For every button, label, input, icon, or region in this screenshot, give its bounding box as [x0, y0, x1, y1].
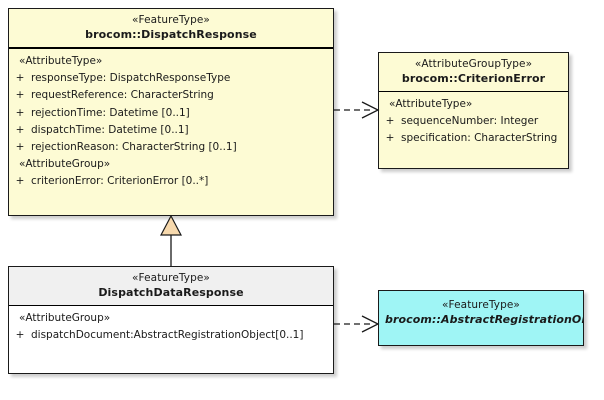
visibility-marker: + — [15, 106, 25, 119]
attribute-row: + rejectionReason: CharacterString [0..1… — [9, 139, 333, 156]
visibility-marker: + — [15, 175, 25, 188]
attribute-row: + rejectionTime: Datetime [0..1] — [9, 105, 333, 122]
class-stereotype: «FeatureType» — [132, 272, 210, 284]
attribute-group-label: «AttributeGroup» — [19, 158, 111, 171]
attribute-row: + specification: CharacterString — [379, 130, 568, 147]
attribute-group-label: «AttributeGroup» — [19, 311, 111, 324]
attribute-signature: responseType: DispatchResponseType — [31, 72, 231, 85]
attribute-row: + dispatchTime: Datetime [0..1] — [9, 122, 333, 139]
attribute-signature: criterionError: CriterionError [0..*] — [31, 175, 209, 188]
class-header-abstract-registration-object: «FeatureType» brocom::AbstractRegistrati… — [379, 291, 583, 332]
class-box-dispatch-data-response[interactable]: «FeatureType» DispatchDataResponse «Attr… — [8, 266, 334, 374]
class-name: brocom::AbstractRegistrationObject — [385, 312, 583, 326]
attribute-group-label: «AttributeType» — [19, 54, 103, 67]
class-stereotype: «AttributeGroupType» — [414, 58, 533, 70]
visibility-marker: + — [15, 123, 25, 136]
attribute-signature: sequenceNumber: Integer — [401, 115, 539, 128]
attribute-signature: rejectionTime: Datetime [0..1] — [31, 106, 190, 119]
class-stereotype: «FeatureType» — [442, 299, 520, 311]
class-body-criterion-error: «AttributeType» + sequenceNumber: Intege… — [379, 91, 568, 153]
attribute-signature: requestReference: CharacterString — [31, 89, 214, 102]
attribute-signature: dispatchTime: Datetime [0..1] — [31, 123, 189, 136]
visibility-marker: + — [15, 72, 25, 85]
attribute-row: + criterionError: CriterionError [0..*] — [9, 173, 333, 190]
class-body-dispatch-data-response: «AttributeGroup» + dispatchDocument:Abst… — [9, 305, 333, 350]
attribute-signature: specification: CharacterString — [401, 132, 558, 145]
class-name: brocom::DispatchResponse — [85, 27, 257, 41]
visibility-marker: + — [15, 329, 25, 342]
attribute-signature: dispatchDocument:AbstractRegistrationObj… — [31, 329, 304, 342]
attribute-signature: rejectionReason: CharacterString [0..1] — [31, 141, 237, 154]
class-header-dispatch-data-response: «FeatureType» DispatchDataResponse — [9, 267, 333, 306]
class-body-dispatch-response: «AttributeType» + responseType: Dispatch… — [9, 48, 333, 196]
open-arrowhead-icon — [361, 101, 380, 119]
class-box-dispatch-response[interactable]: «FeatureType» brocom::DispatchResponse «… — [8, 8, 334, 216]
class-header-criterion-error: «AttributeGroupType» brocom::CriterionEr… — [379, 53, 568, 92]
open-arrowhead-icon — [361, 315, 380, 333]
attribute-row: + responseType: DispatchResponseType — [9, 70, 333, 87]
dependency-arrow-dispatchdata-to-abstractregistrationobject[interactable] — [334, 315, 380, 333]
dependency-arrow-dispatchresponse-to-criterionerror[interactable] — [334, 101, 380, 119]
generalization-arrow-dispatchdata-to-dispatchresponse[interactable] — [160, 214, 182, 266]
class-name: brocom::CriterionError — [401, 71, 546, 85]
class-box-criterion-error[interactable]: «AttributeGroupType» brocom::CriterionEr… — [378, 52, 569, 169]
visibility-marker: + — [385, 115, 395, 128]
attribute-row: + dispatchDocument:AbstractRegistrationO… — [9, 327, 333, 344]
attribute-row: + requestReference: CharacterString — [9, 87, 333, 104]
class-name: DispatchDataResponse — [98, 285, 244, 299]
hollow-triangle-arrowhead-icon — [160, 214, 182, 236]
visibility-marker: + — [15, 89, 25, 102]
visibility-marker: + — [385, 132, 395, 145]
attribute-row: + sequenceNumber: Integer — [379, 113, 568, 130]
class-header-dispatch-response: «FeatureType» brocom::DispatchResponse — [9, 9, 333, 49]
attribute-group-label: «AttributeType» — [389, 97, 473, 110]
visibility-marker: + — [15, 141, 25, 154]
class-box-abstract-registration-object[interactable]: «FeatureType» brocom::AbstractRegistrati… — [378, 290, 584, 346]
class-stereotype: «FeatureType» — [132, 14, 210, 26]
